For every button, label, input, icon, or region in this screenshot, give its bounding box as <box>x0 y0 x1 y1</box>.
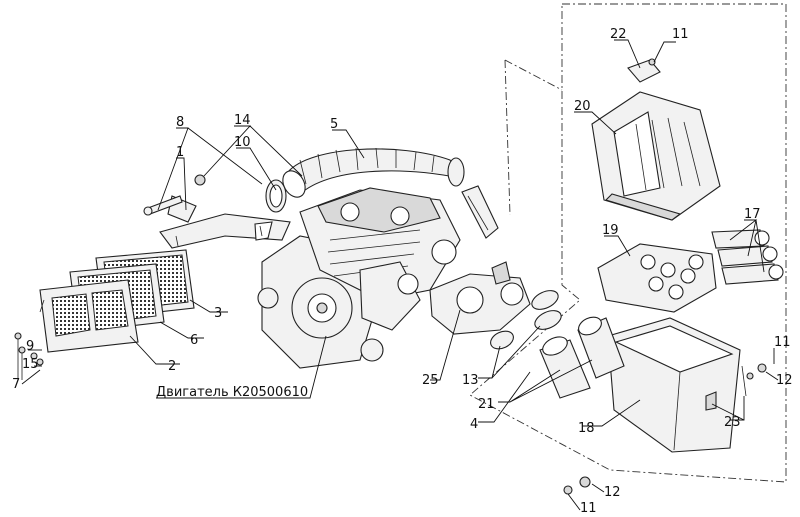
intake-ducts <box>539 316 625 399</box>
label-10: 10 <box>234 135 251 150</box>
label-8: 8 <box>176 115 184 130</box>
label-12-right: 12 <box>776 373 793 388</box>
label-23: 23 <box>724 415 741 430</box>
engine-assembly <box>257 185 499 369</box>
label-20: 20 <box>574 99 591 114</box>
label-6: 6 <box>190 333 198 348</box>
airbox-group-outline <box>469 3 787 483</box>
intake-hose <box>282 147 465 198</box>
label-25: 25 <box>422 373 439 388</box>
label-17: 17 <box>744 207 761 222</box>
label-7: 7 <box>12 377 20 392</box>
label-9: 9 <box>26 339 34 354</box>
label-14: 14 <box>234 113 251 128</box>
intake-grille-front-frame <box>39 279 139 353</box>
label-15: 15 <box>22 357 39 372</box>
airbox-projection-line <box>504 59 563 216</box>
leader-lines <box>21 39 779 511</box>
label-3: 3 <box>214 306 222 321</box>
airbox-lid <box>591 91 721 221</box>
label-18: 18 <box>578 421 595 436</box>
airbox-base <box>607 317 741 453</box>
airbox-insert <box>597 243 717 313</box>
label-22: 22 <box>610 27 627 42</box>
label-5: 5 <box>330 117 338 132</box>
label-12-bottom: 12 <box>604 485 621 500</box>
label-engine: Двигатель К20500610 <box>156 385 308 400</box>
small-nut <box>194 174 206 186</box>
airbox-fasteners <box>563 363 767 495</box>
callout-labels: 8 1 14 10 5 3 6 2 9 15 7 Двигатель К2050… <box>12 27 793 516</box>
label-2: 2 <box>168 359 176 374</box>
label-11-right: 11 <box>774 335 791 350</box>
carburetor-clamps <box>490 290 562 350</box>
label-1: 1 <box>176 145 184 160</box>
label-19: 19 <box>602 223 619 238</box>
resonator-tubes <box>711 229 784 285</box>
small-fasteners <box>14 332 44 380</box>
bolt <box>143 195 183 216</box>
carburetor-pair <box>429 261 531 335</box>
label-13: 13 <box>462 373 479 388</box>
hose-clamp <box>265 179 287 213</box>
label-21: 21 <box>478 397 495 412</box>
label-4: 4 <box>470 417 478 432</box>
label-11-top: 11 <box>672 27 689 42</box>
sensor <box>627 58 661 83</box>
label-11-bottom: 11 <box>580 501 597 516</box>
carburetor-bracket <box>159 195 291 249</box>
